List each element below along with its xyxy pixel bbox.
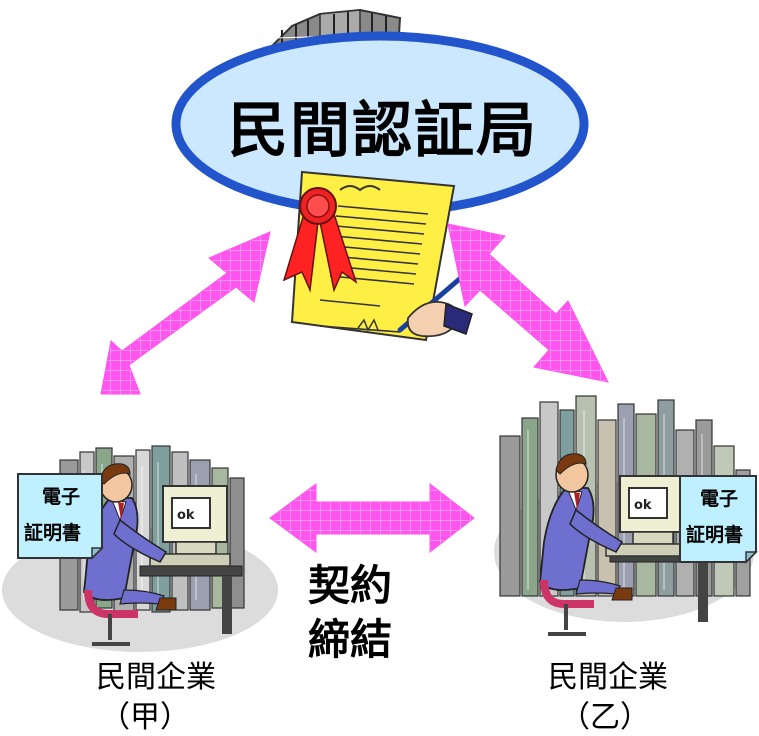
certificate-note-b-line2: 証明書 <box>686 524 744 546</box>
businessman-icon <box>539 453 633 636</box>
certificate-note-b-line1: 電子 <box>700 488 739 510</box>
ribbon-seal-icon <box>282 187 358 293</box>
company-b-name: 民間企業 <box>548 660 668 695</box>
signing-hand-icon <box>397 267 473 338</box>
company-a-label: （甲） <box>100 700 190 735</box>
company-a-name: 民間企業 <box>96 660 216 695</box>
contract-label-line1: 契約 <box>308 561 393 610</box>
computer-monitor-icon: ok <box>149 485 231 567</box>
company-a-workstation: ok <box>2 445 278 652</box>
certificate-note-a-line1: 電子 <box>42 486 81 508</box>
contract-label-line2: 締結 <box>308 615 393 664</box>
certificate-note-a <box>17 473 104 560</box>
monitor-ok-label: ok <box>634 498 652 513</box>
company-b-workstation: ok <box>494 395 758 636</box>
company-b-label: （乙） <box>560 700 650 735</box>
authority-title: 民間認証局 <box>228 96 538 166</box>
monitor-ok-label: ok <box>177 508 195 523</box>
certificate-note-a-line2: 証明書 <box>24 522 82 544</box>
arrow-contract-between-companies <box>269 482 475 554</box>
arrow-authority-to-company-a <box>100 231 271 395</box>
certificate-note-b <box>679 475 758 564</box>
arrow-authority-to-company-b <box>447 223 609 383</box>
